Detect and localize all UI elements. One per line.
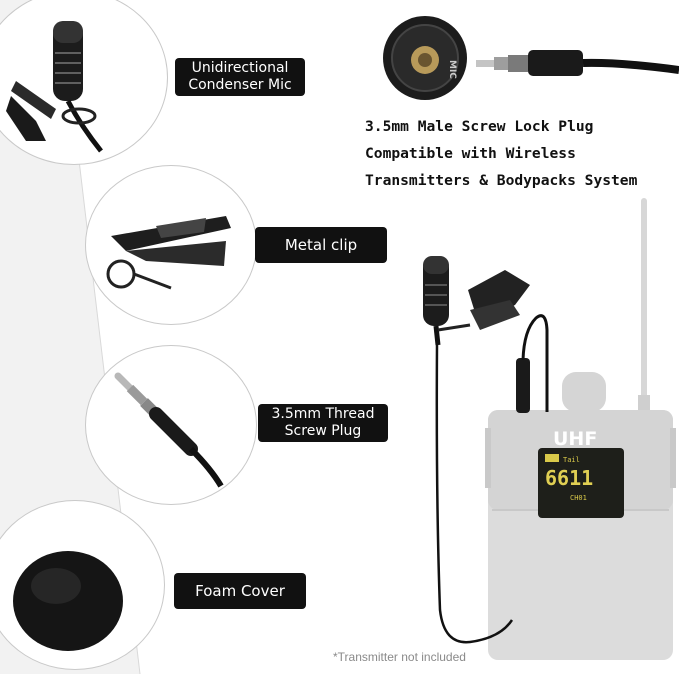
lavalier-mic-image — [6, 21, 103, 153]
spec-line-2: Compatible with Wireless — [365, 145, 576, 162]
spec-line-3: Transmitters & Bodypacks System — [365, 172, 638, 189]
clip-label-text: Metal clip — [284, 236, 358, 254]
mic-label-line1: Unidirectional — [191, 60, 289, 76]
mic-label: Unidirectional Condenser Mic — [175, 58, 305, 96]
metal-clip-image — [106, 216, 231, 290]
spec-line-1: 3.5mm Male Screw Lock Plug — [365, 118, 594, 135]
clip-detail-circle — [85, 165, 257, 325]
foam-cover-image — [13, 551, 123, 651]
plug-label-line1: 3.5mm Thread — [271, 406, 375, 422]
plug-detail-circle — [85, 345, 257, 505]
foam-detail-circle — [0, 500, 165, 670]
clip-label: Metal clip — [255, 227, 387, 263]
plug-label-line2: Screw Plug — [284, 423, 362, 439]
foam-label-text: Foam Cover — [195, 582, 285, 600]
screw-plug-image — [114, 372, 224, 488]
mic-detail-circle — [0, 0, 168, 165]
plug-label: 3.5mm Thread Screw Plug — [258, 404, 388, 442]
mic-label-line2: Condenser Mic — [188, 77, 292, 93]
footnote: *Transmitter not included — [333, 650, 466, 664]
foam-label: Foam Cover — [174, 573, 306, 609]
